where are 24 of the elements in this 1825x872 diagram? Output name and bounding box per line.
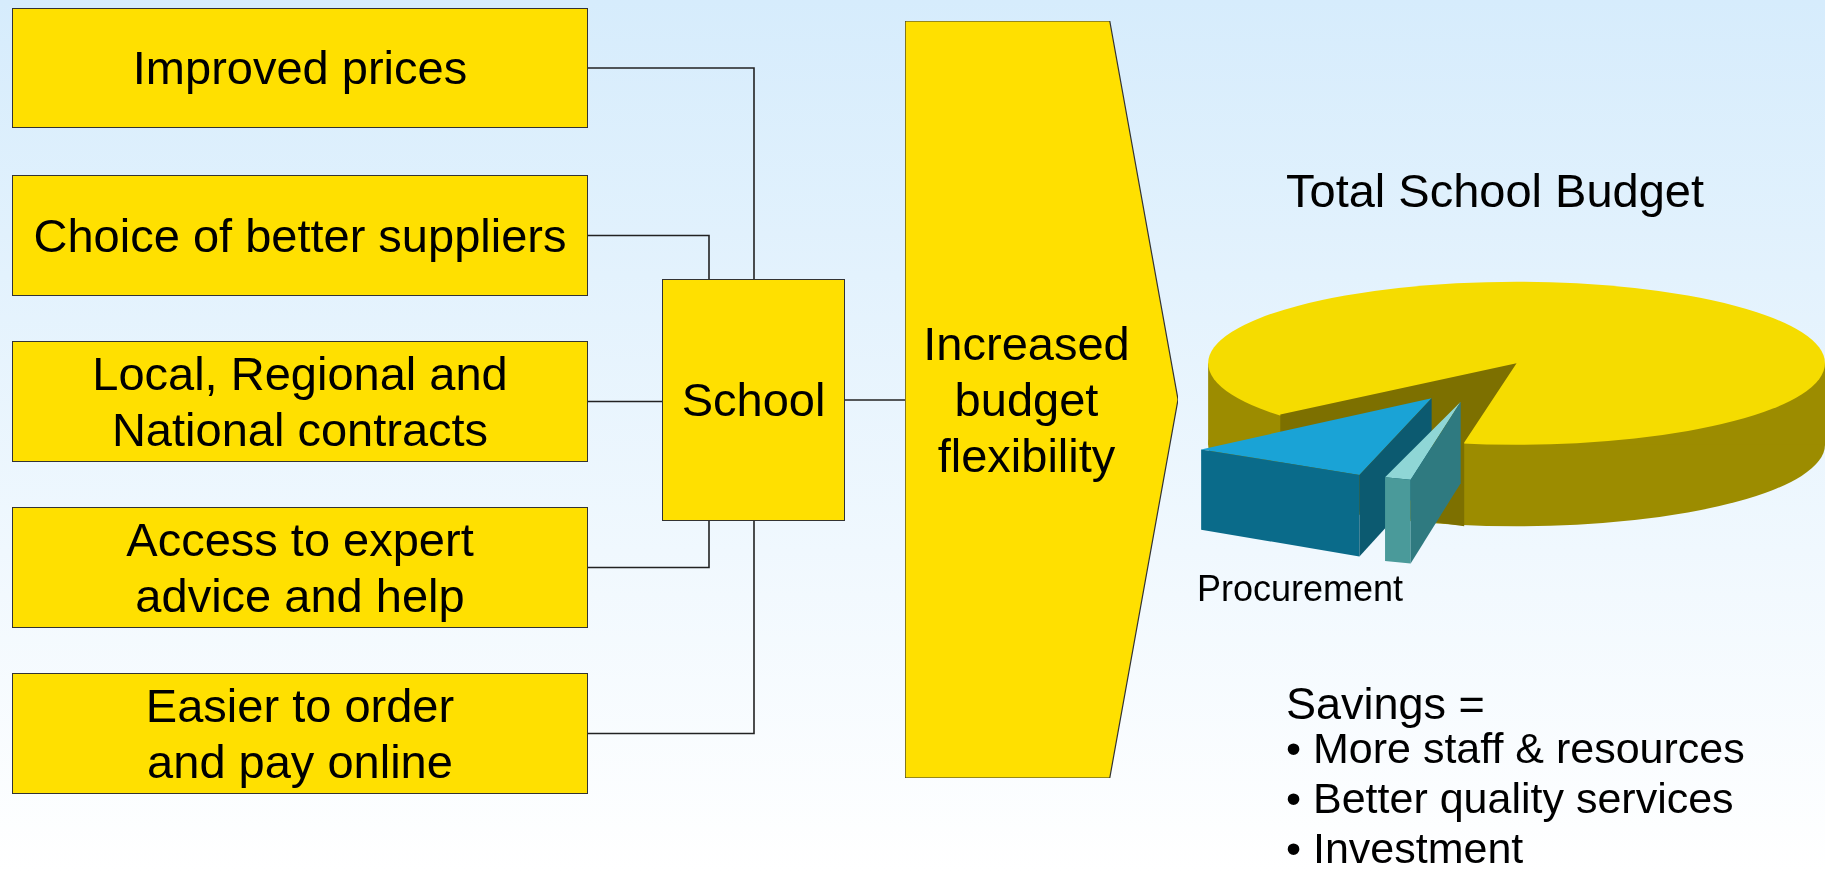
benefit-box xyxy=(12,341,588,462)
connector-line xyxy=(587,234,710,280)
node-text: Local, Regional and National contracts xyxy=(91,345,509,458)
connector-line xyxy=(587,520,755,735)
bullet-item: • Better quality services xyxy=(1286,773,1735,823)
benefit-box xyxy=(12,507,588,628)
slice-label: Procurement xyxy=(1197,567,1404,611)
connector-line xyxy=(587,67,755,280)
node-text: School xyxy=(681,372,826,428)
node-text: Easier to order and pay online xyxy=(144,677,456,790)
bullet-item: • Investment xyxy=(1286,823,1525,872)
school-box xyxy=(662,279,845,521)
connector-line xyxy=(587,520,710,569)
node-text: Choice of better suppliers xyxy=(33,207,567,264)
node-text: Improved prices xyxy=(132,40,468,96)
benefit-box xyxy=(12,175,588,296)
node-text: Access to expert advice and help xyxy=(125,511,475,624)
benefit-box xyxy=(12,8,588,128)
chart-title: Total School Budget xyxy=(1286,163,1705,219)
connector-line xyxy=(587,400,663,403)
node-text: Increased budget flexibility xyxy=(922,315,1131,484)
heading-text: Savings = xyxy=(1286,677,1485,731)
connector-line xyxy=(844,399,906,401)
benefit-box xyxy=(12,673,588,794)
